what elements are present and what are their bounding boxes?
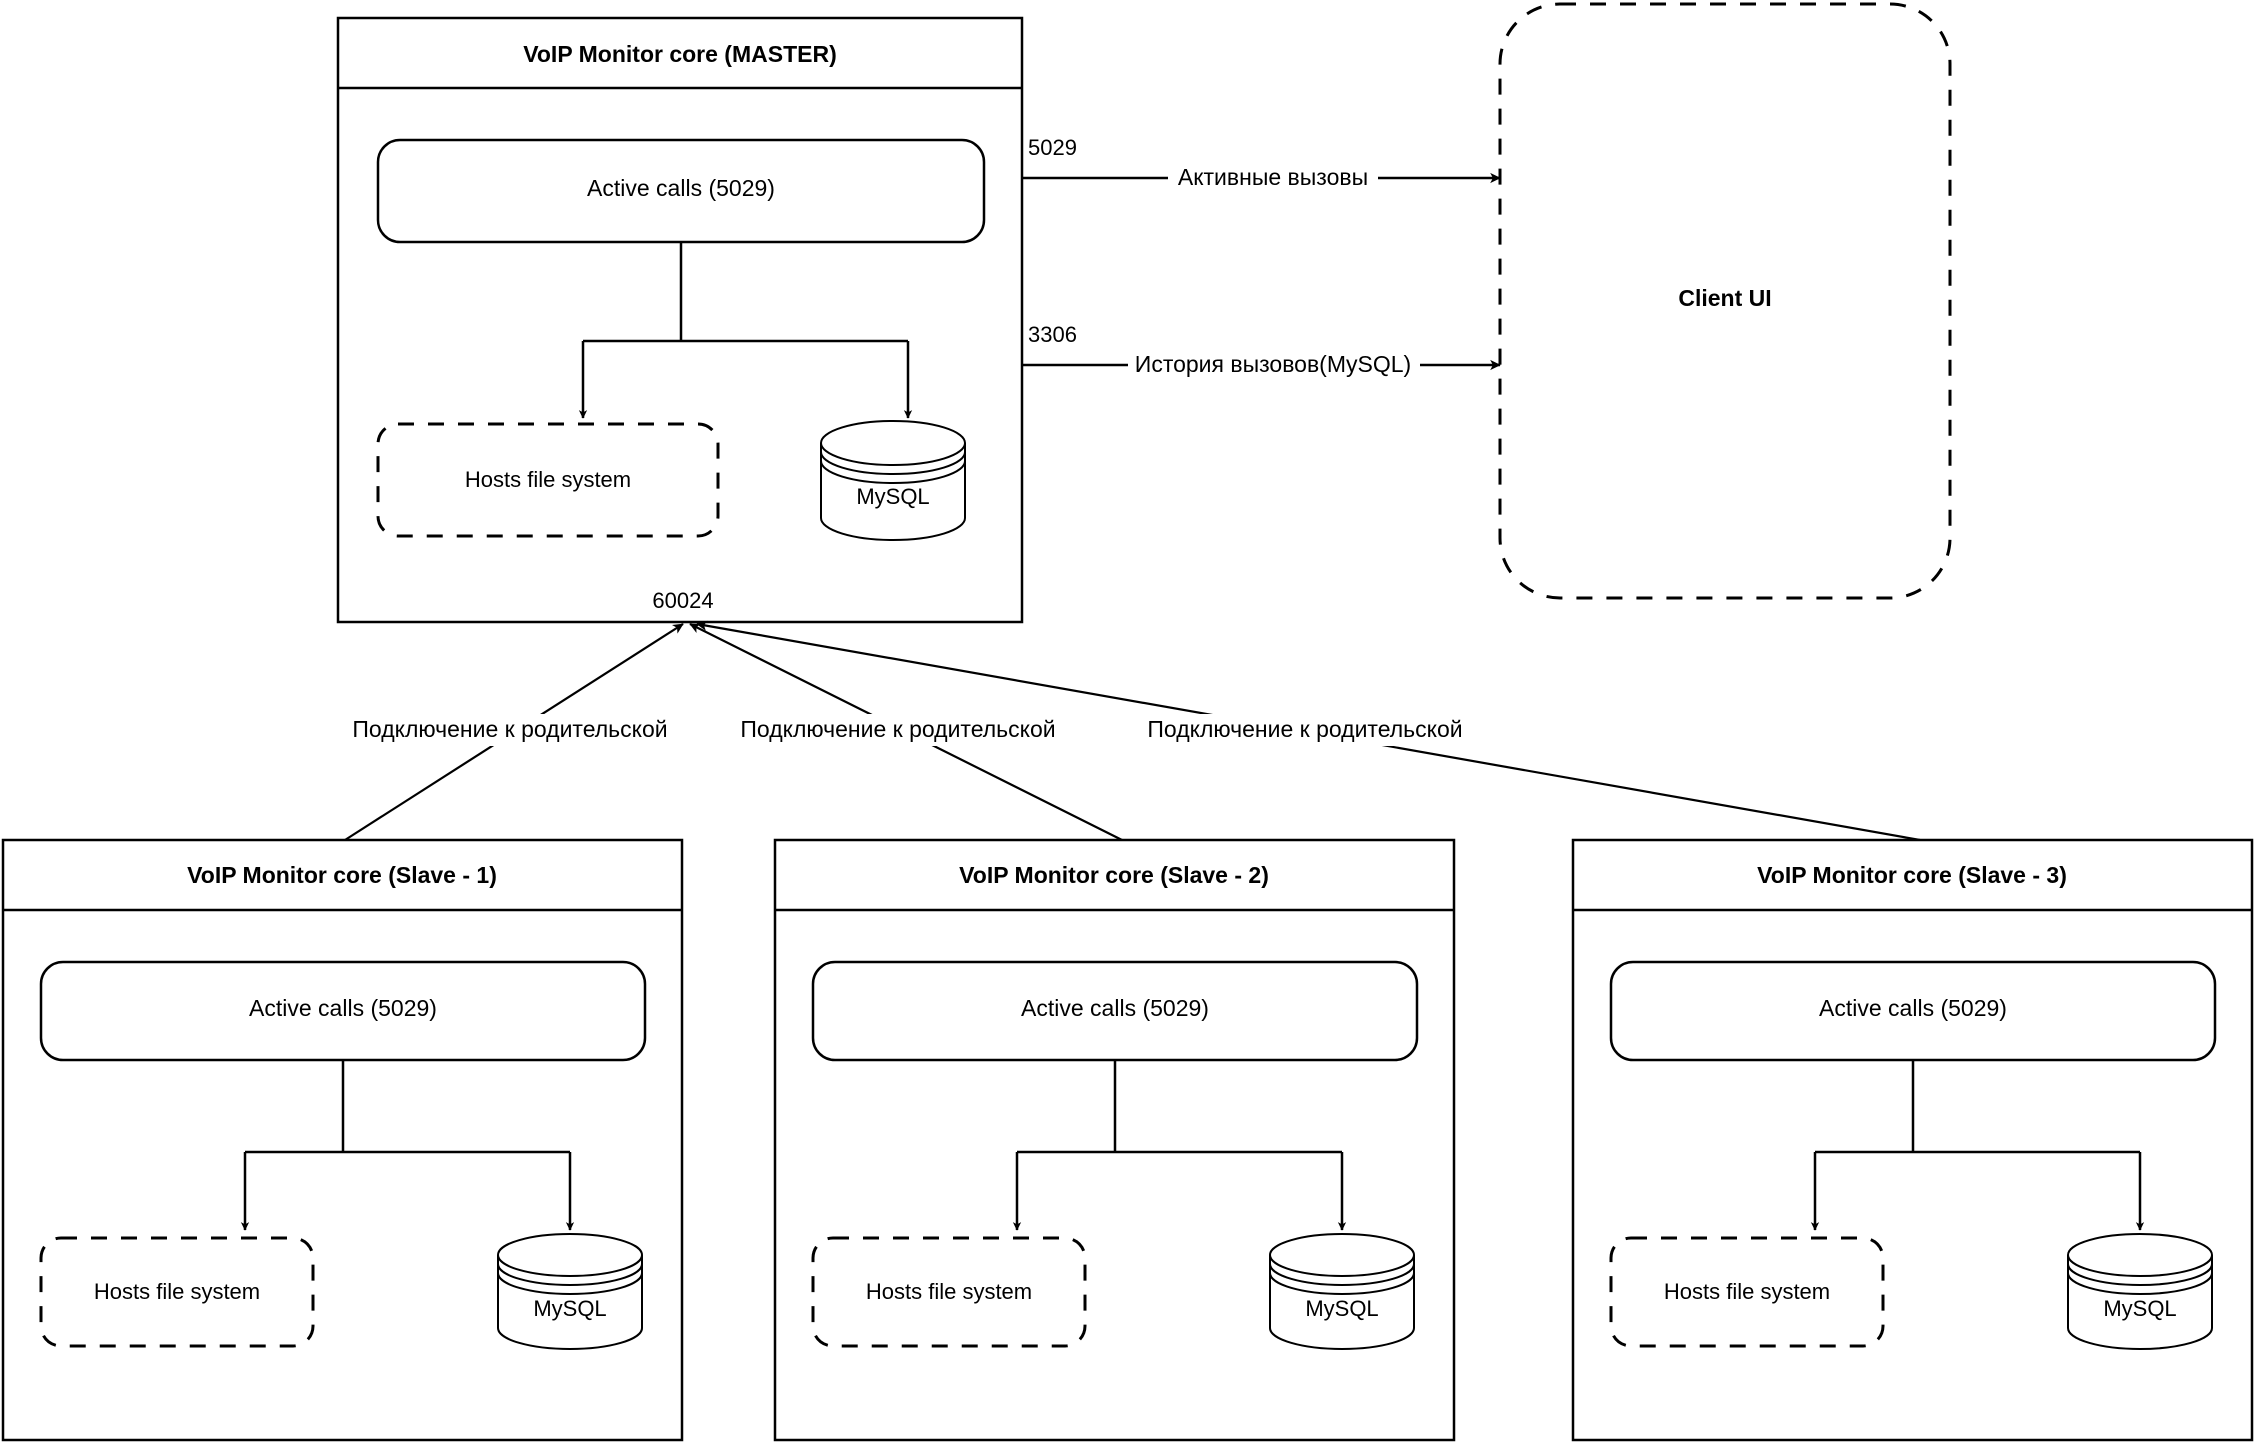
master-active-calls-label: Active calls (5029)	[587, 175, 775, 201]
edge-history-port: 3306	[1028, 322, 1077, 347]
slave-2-hosts-filesystem-box: Hosts file system	[811, 1236, 1087, 1348]
slave-1-hosts-filesystem-label: Hosts file system	[94, 1279, 260, 1304]
slave-1-active-calls-box: Active calls (5029)	[39, 960, 647, 1062]
edge-active-calls-to-client: Активные вызовы 5029	[1022, 135, 1501, 194]
slave-2-mysql-label: MySQL	[1305, 1296, 1378, 1321]
slave-1-mysql-cylinder: MySQL	[497, 1233, 643, 1350]
edge-slave1-label: Подключение к родительской	[352, 716, 667, 742]
slave-3-title: VoIP Monitor core (Slave - 3)	[1757, 862, 2067, 888]
edge-slave2-label: Подключение к родительской	[740, 716, 1055, 742]
slave-3-active-calls-label: Active calls (5029)	[1819, 995, 2007, 1021]
slave-3-hosts-filesystem-box: Hosts file system	[1609, 1236, 1885, 1348]
slave-3-hosts-filesystem-label: Hosts file system	[1664, 1279, 1830, 1304]
master-hosts-filesystem-label: Hosts file system	[465, 467, 631, 492]
edge-active-calls-label: Активные вызовы	[1178, 164, 1368, 190]
slave-1-active-calls-label: Active calls (5029)	[249, 995, 437, 1021]
edge-history-to-client: История вызовов(MySQL) 3306	[1022, 322, 1501, 381]
slave-2-active-calls-label: Active calls (5029)	[1021, 995, 1209, 1021]
master-hosts-filesystem-box: Hosts file system	[376, 422, 720, 538]
slave-node-1: VoIP Monitor core (Slave - 1) Active cal…	[1, 838, 684, 1442]
slave-2-mysql-cylinder: MySQL	[1269, 1233, 1415, 1350]
slave-3-active-calls-box: Active calls (5029)	[1609, 960, 2217, 1062]
slave-2-active-calls-box: Active calls (5029)	[811, 960, 1419, 1062]
master-node: VoIP Monitor core (MASTER) Active calls …	[336, 16, 1024, 624]
slave-3-mysql-label: MySQL	[2103, 1296, 2176, 1321]
slave-1-title: VoIP Monitor core (Slave - 1)	[187, 862, 497, 888]
slave-1-mysql-label: MySQL	[533, 1296, 606, 1321]
edge-slave2-to-master: Подключение к родительской	[689, 623, 1123, 841]
edge-active-calls-port: 5029	[1028, 135, 1077, 160]
client-ui-label: Client UI	[1678, 285, 1771, 311]
edge-slave1-to-master: Подключение к родительской	[344, 623, 684, 841]
slave-1-hosts-filesystem-box: Hosts file system	[39, 1236, 315, 1348]
slave-2-title: VoIP Monitor core (Slave - 2)	[959, 862, 1269, 888]
master-title: VoIP Monitor core (MASTER)	[523, 41, 837, 67]
slave-1-fork-connector	[240, 1060, 575, 1231]
slave-2-fork-connector	[1012, 1060, 1347, 1231]
master-mysql-label: MySQL	[856, 484, 929, 509]
slave-node-2: VoIP Monitor core (Slave - 2) Active cal…	[773, 838, 1456, 1442]
edge-history-label: История вызовов(MySQL)	[1135, 351, 1411, 377]
master-mysql-cylinder: MySQL	[820, 420, 966, 541]
master-parent-port-label: 60024	[652, 588, 713, 613]
master-active-calls-box: Active calls (5029)	[376, 138, 986, 244]
slave-3-mysql-cylinder: MySQL	[2067, 1233, 2213, 1350]
slave-3-fork-connector	[1810, 1060, 2145, 1231]
edge-slave3-to-master: Подключение к родительской	[696, 620, 1921, 842]
slave-2-hosts-filesystem-label: Hosts file system	[866, 1279, 1032, 1304]
client-ui-node: Client UI	[1498, 2, 1952, 600]
slave-node-3: VoIP Monitor core (Slave - 3) Active cal…	[1571, 838, 2254, 1442]
edge-slave3-label: Подключение к родительской	[1147, 716, 1462, 742]
master-fork-connector	[578, 242, 913, 419]
